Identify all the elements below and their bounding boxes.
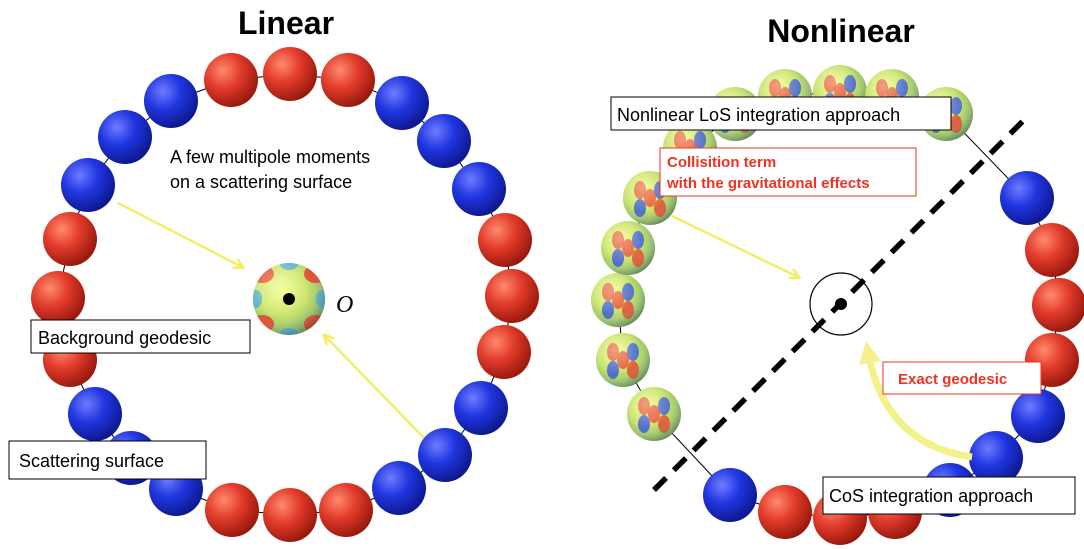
blue-sphere (144, 74, 198, 128)
collision-term-box (659, 147, 917, 197)
red-sphere (204, 53, 258, 107)
cos-integration-label: CoS integration approach (829, 486, 1033, 506)
scattering-surface-box (8, 440, 207, 480)
multipole-text-line1: A few multipole moments (170, 147, 370, 167)
nonlinear-panel: Nonlinear Nonlinear LoS integration appr… (591, 13, 1084, 545)
incoming-arrow (671, 214, 798, 277)
scattering-surface-label: Scattering surface (19, 451, 164, 471)
multipole-sphere (627, 387, 681, 441)
red-sphere (1032, 278, 1084, 332)
red-sphere (1025, 223, 1079, 277)
blue-sphere (417, 114, 471, 168)
multipole-sphere (591, 273, 645, 327)
collision-term-line2: with the gravitational effects (666, 175, 870, 192)
nonlinear-los-label: Nonlinear LoS integration approach (617, 105, 900, 125)
exact-geodesic-label: Exact geodesic (898, 371, 1007, 388)
blue-sphere (703, 468, 757, 522)
red-sphere (477, 325, 531, 379)
observer-circle (809, 272, 873, 336)
blue-sphere (68, 387, 122, 441)
nonlinear-los-box (610, 96, 952, 131)
observer-label: O (336, 292, 353, 318)
incoming-arrow (325, 336, 425, 439)
blue-sphere (454, 381, 508, 435)
blue-sphere (1011, 389, 1065, 443)
incoming-arrow (117, 201, 242, 267)
linear-title: Linear (238, 5, 334, 41)
nonlinear-title: Nonlinear (767, 13, 915, 49)
blue-sphere (1000, 171, 1054, 225)
blue-sphere (61, 158, 115, 212)
observer-dot (835, 298, 847, 310)
exact-geodesic-arrow (859, 341, 973, 461)
blue-sphere (98, 110, 152, 164)
red-sphere (263, 47, 317, 101)
red-sphere (478, 213, 532, 267)
background-geodesic-label: Background geodesic (38, 328, 211, 348)
red-sphere (31, 271, 85, 325)
multipole-sphere (596, 333, 650, 387)
blue-sphere (375, 76, 429, 130)
red-sphere (43, 212, 97, 266)
blue-sphere (372, 461, 426, 515)
red-sphere (485, 269, 539, 323)
blue-sphere (452, 162, 506, 216)
blue-sphere (969, 431, 1023, 485)
linear-panel: Linear O A few multipole moments on a (8, 5, 539, 542)
linear-scattering-ring (31, 47, 539, 542)
collision-term-line1: Collisition term (667, 154, 776, 171)
red-sphere (319, 483, 373, 537)
exact-geodesic-box (882, 361, 1042, 395)
observer-sphere (253, 263, 325, 335)
red-sphere (758, 485, 812, 539)
cos-integration-box (822, 476, 1076, 515)
red-sphere (263, 488, 317, 542)
red-sphere (321, 53, 375, 107)
blue-sphere (418, 428, 472, 482)
multipole-sphere (601, 221, 655, 275)
multipole-text-line2: on a scattering surface (170, 172, 352, 192)
red-sphere (205, 483, 259, 537)
background-geodesic-box (30, 319, 251, 354)
